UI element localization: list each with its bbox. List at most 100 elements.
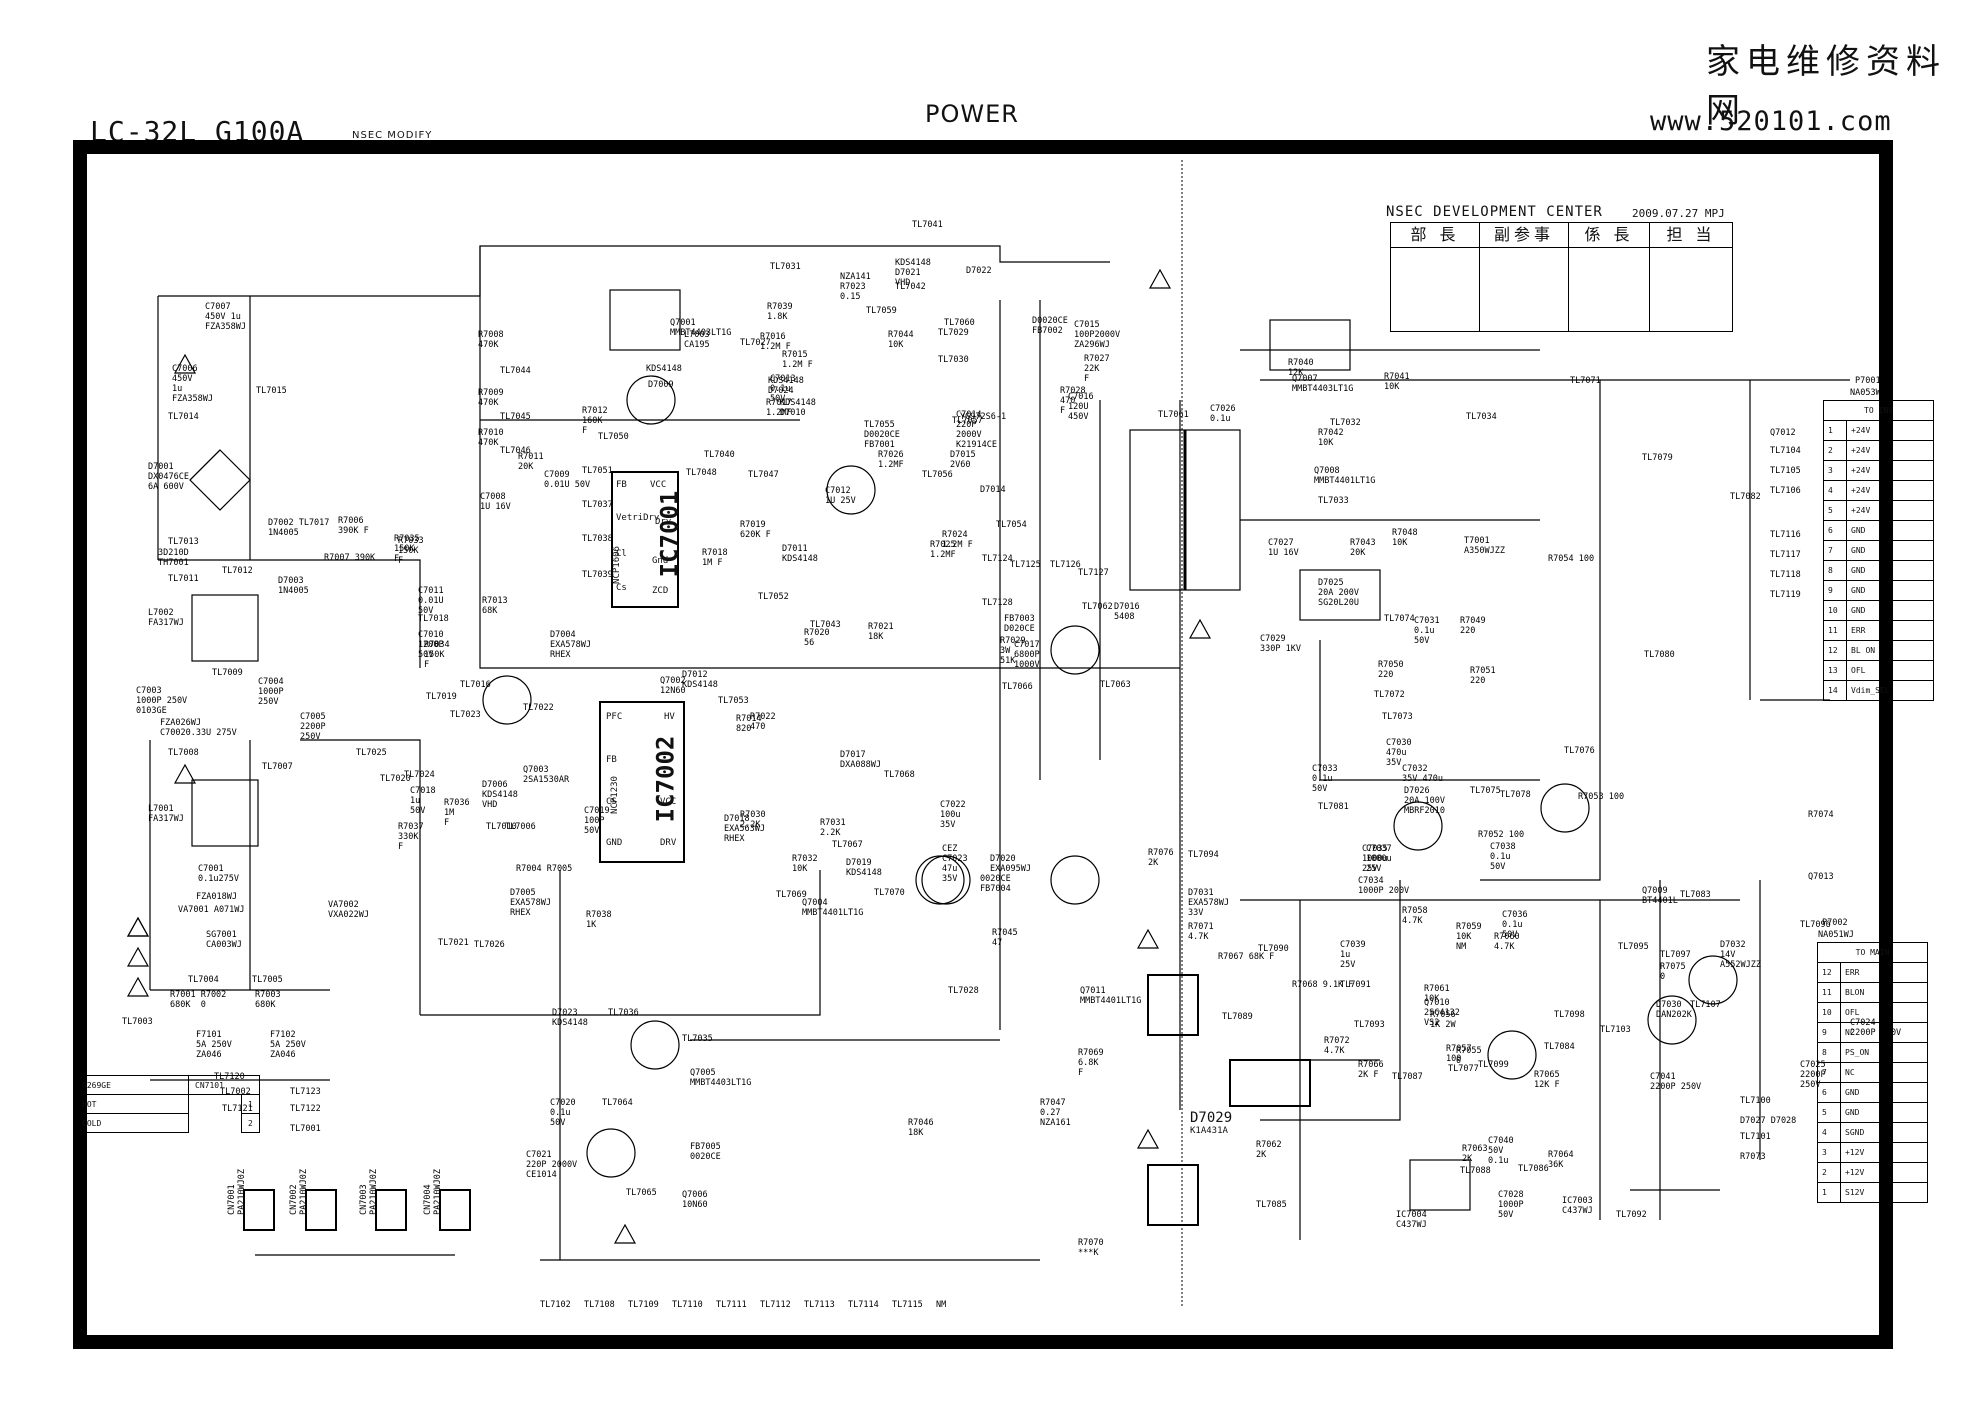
component-label: R7008 470K (478, 330, 504, 350)
component-label: TL7052 (758, 592, 789, 602)
dev-center-label: NSEC DEVELOPMENT CENTER (1386, 204, 1603, 220)
component-label: IC7004 C437WJ (1396, 1210, 1427, 1230)
component-label: TL7114 (848, 1300, 879, 1310)
ic7001-pin-vetridrv: VetriDrv (616, 513, 660, 523)
component-label: TL7010 (486, 822, 517, 832)
component-label: R7004 R7005 (516, 864, 573, 874)
component-label: F7102 5A 250V ZA046 (270, 1030, 306, 1060)
component-label: TL7102 (540, 1300, 571, 1310)
p7001-pin-signal: OFL (1846, 660, 1934, 681)
p7001-target: TO INV (1823, 400, 1934, 421)
component-label: TL7064 (602, 1098, 633, 1108)
approval-col-2-header: 副参事 (1480, 223, 1568, 248)
component-label: TL7097 (1660, 950, 1691, 960)
component-label: TL7012 (222, 566, 253, 576)
p7002-pin-number: 9 (1817, 1022, 1841, 1043)
component-label: TL7020 (380, 774, 411, 784)
component-label: C7012 1U 25V (825, 486, 856, 506)
component-label: R7018 1M F (702, 548, 728, 568)
component-label: TL7018 (418, 614, 449, 624)
cn7003-label: CN7003 PA210WJ0Z (359, 1168, 380, 1216)
cn7004-label: CN7004 PA210WJ0Z (423, 1168, 444, 1216)
component-label: C7008 1U 16V (480, 492, 511, 512)
component-label: R7007 390K (324, 553, 376, 563)
component-label: TL7016 (460, 680, 491, 690)
component-label: TL7099 (1478, 1060, 1509, 1070)
component-label: KDS4148 (646, 364, 682, 374)
component-label: SG7001 CA003WJ (206, 930, 242, 950)
component-label: D7009 (648, 380, 674, 390)
component-label: TL7085 (1256, 1200, 1287, 1210)
component-label: D7026 20A 100V MBRF2010 (1404, 786, 1445, 816)
approval-col-3-header: 係 長 (1569, 223, 1649, 248)
component-label: R7048 10K (1392, 528, 1418, 548)
p7001-pin-signal: +24V (1846, 480, 1934, 501)
component-label: C7003 1000P 250V 0103GE (136, 686, 188, 716)
component-label: D7027 D7028 (1740, 1116, 1797, 1126)
component-label: C7014 220P 2000V K21914CE (956, 410, 997, 450)
p7001-pin-number: 2 (1823, 440, 1847, 461)
component-label: R7024 1.2M F (942, 530, 973, 550)
component-label: TL7062 (1082, 602, 1113, 612)
component-label: R7065 12K F (1534, 1070, 1560, 1090)
component-label: TL7086 (1518, 1164, 1549, 1174)
component-label: TL7007 (262, 762, 293, 772)
component-label: R7045 47 (992, 928, 1018, 948)
component-label: TL7092 (1616, 1210, 1647, 1220)
p7001-pin-number: 13 (1823, 660, 1847, 681)
component-label: R7069 6.8K F (1078, 1048, 1104, 1078)
component-label: NZA141 R7023 0.15 (840, 272, 871, 302)
component-label: TL7003 (122, 1017, 153, 1027)
p7001-pin-number: 7 (1823, 540, 1847, 561)
component-label: R7070 ***K (1078, 1238, 1104, 1258)
component-label: TL7056 (922, 470, 953, 480)
component-label: C7021 220P 2000V CE1014 (526, 1150, 578, 1180)
component-label: R7029 3W 51K (1000, 636, 1026, 666)
p7001-pin-number: 10 (1823, 600, 1847, 621)
component-label: TL7124 (982, 554, 1013, 564)
component-label: R7017 1.2MF (766, 398, 792, 418)
p7001-pin-signal: GND (1846, 600, 1934, 621)
p7001-pin-signal: GND (1846, 540, 1934, 561)
component-label: NM (936, 1300, 947, 1310)
component-label: C7037 1000u 25V (1366, 844, 1392, 874)
component-label: R7014 820 (736, 714, 762, 734)
component-label: TL7031 (770, 262, 801, 272)
component-label: TL7076 (1564, 746, 1595, 756)
component-label: R7033 150K F (398, 536, 424, 566)
component-label: R7056 1K 2W (1430, 1010, 1456, 1030)
component-label: R7071 4.7K (1188, 922, 1214, 942)
sheet-title: POWER (925, 100, 1019, 128)
component-label: R7015 1.2M F (782, 350, 813, 370)
component-label: Q7007 MMBT4403LT1G (1292, 374, 1354, 394)
component-label: R7012 160K F (582, 406, 608, 436)
component-label: R7027 22K F (1084, 354, 1110, 384)
component-label: TL7118 (1770, 570, 1801, 580)
component-label: TL7066 (1002, 682, 1033, 692)
component-label: TL7011 (168, 574, 199, 584)
component-label: FZA018WJ (196, 892, 237, 902)
ic7001-pin-drv: Drv (655, 517, 672, 527)
component-label: TL7100 (1740, 1096, 1771, 1106)
ic7001-pin-cs: Cs (616, 583, 627, 593)
cn7002-label: CN7002 PA210WJ0Z (289, 1168, 310, 1216)
p7002-target: TO MAIN (1817, 942, 1928, 963)
component-label: TL7032 (1330, 418, 1361, 428)
component-label: TL7055 D0020CE FB7001 (864, 420, 900, 450)
component-label: Q7003 2SA1530AR (523, 765, 570, 785)
component-label: TL7127 (1078, 568, 1109, 578)
approval-col-1: 部 長 (1390, 222, 1480, 332)
component-label: TL7096 (1800, 920, 1831, 930)
component-label: TL7121 (222, 1104, 253, 1114)
ic7002-pin-hv: HV (664, 712, 675, 722)
p7002-pin-signal: NC (1840, 1022, 1928, 1043)
component-label: TL7045 (500, 412, 531, 422)
component-label: R7051 220 (1470, 666, 1496, 686)
component-label: TL7084 (1544, 1042, 1575, 1052)
component-label: TL7110 (672, 1300, 703, 1310)
component-label: TL7113 (804, 1300, 835, 1310)
component-label: C7020 0.1u 50V (550, 1098, 576, 1128)
